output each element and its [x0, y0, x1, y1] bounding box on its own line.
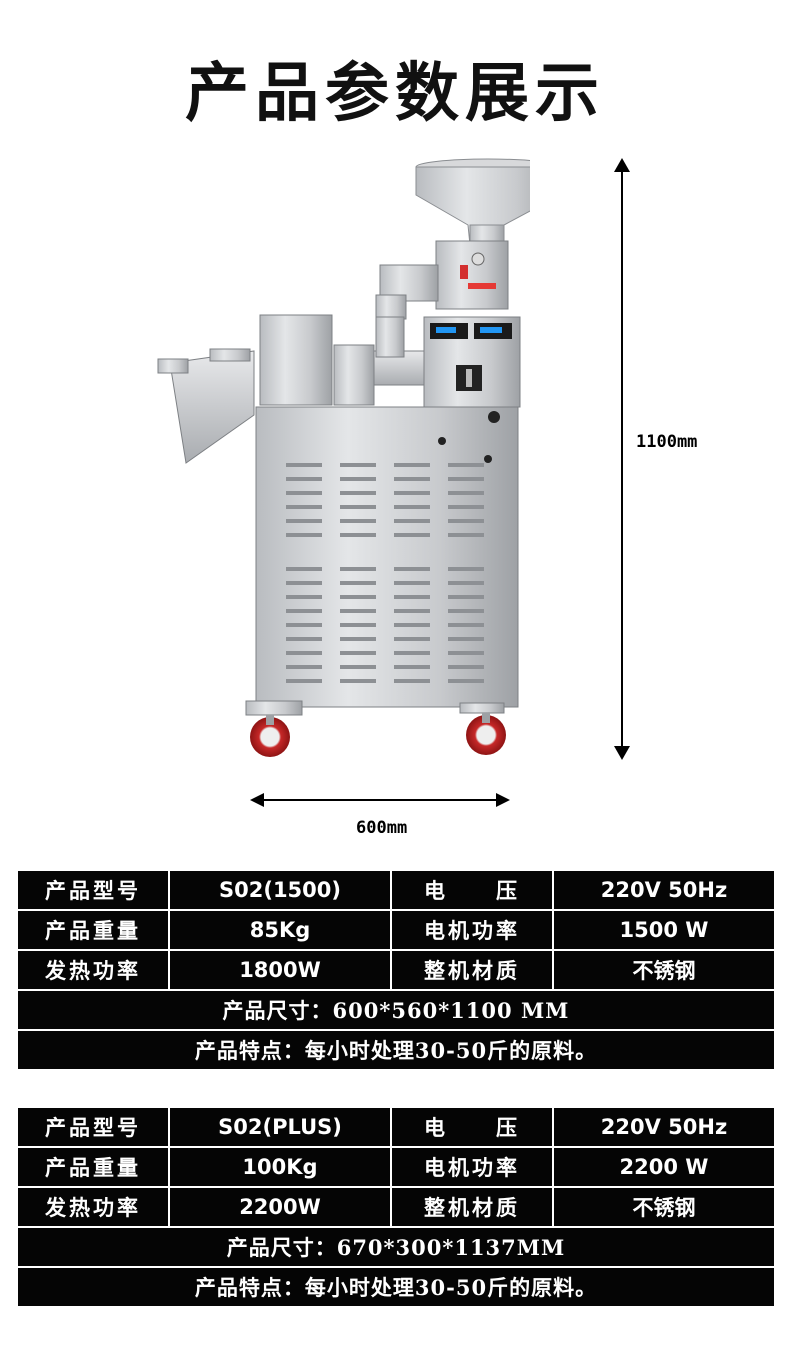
table-row: 产品重量 85Kg 电机功率 1500 W — [16, 909, 776, 951]
oil-press-machine-image — [157, 158, 530, 757]
material-label: 整机材质 — [390, 1186, 554, 1228]
table-row: 产品重量 100Kg 电机功率 2200 W — [16, 1146, 776, 1188]
heat-value: 2200W — [168, 1186, 392, 1228]
table-row: 产品特点：每小时处理30-50斤的原料。 — [16, 1029, 776, 1071]
model-label: 产品型号 — [16, 869, 170, 911]
weight-value: 100Kg — [168, 1146, 392, 1188]
table-row: 发热功率 2200W 整机材质 不锈钢 — [16, 1186, 776, 1228]
model-value: S02(1500) — [168, 869, 392, 911]
height-dimension-label: 1100mm — [636, 432, 698, 452]
heat-value: 1800W — [168, 949, 392, 991]
table-row: 产品特点：每小时处理30-50斤的原料。 — [16, 1266, 776, 1308]
table-row: 产品型号 S02(PLUS) 电 压 220V 50Hz — [16, 1106, 776, 1148]
motor-value: 2200 W — [552, 1146, 776, 1188]
page-title: 产品参数展示 — [185, 57, 605, 131]
table-row: 产品尺寸：670*300*1137MM — [16, 1226, 776, 1268]
motor-value: 1500 W — [552, 909, 776, 951]
width-dimension-label: 600mm — [356, 818, 408, 838]
heat-label: 发热功率 — [16, 949, 170, 991]
material-value: 不锈钢 — [552, 1186, 776, 1228]
weight-label: 产品重量 — [16, 1146, 170, 1188]
feature-text: 产品特点：每小时处理30-50斤的原料。 — [16, 1266, 776, 1308]
model-label: 产品型号 — [16, 1106, 170, 1148]
width-dimension-arrow — [250, 793, 510, 807]
height-dimension-arrow — [614, 158, 630, 760]
voltage-label: 电 压 — [390, 1106, 554, 1148]
size-text: 产品尺寸：600*560*1100 MM — [16, 989, 776, 1031]
table-row: 发热功率 1800W 整机材质 不锈钢 — [16, 949, 776, 991]
motor-label: 电机功率 — [390, 909, 554, 951]
spec-table-s02-plus: 产品型号 S02(PLUS) 电 压 220V 50Hz 产品重量 100Kg … — [16, 1106, 776, 1308]
material-label: 整机材质 — [390, 949, 554, 991]
voltage-value: 220V 50Hz — [552, 1106, 776, 1148]
material-value: 不锈钢 — [552, 949, 776, 991]
model-value: S02(PLUS) — [168, 1106, 392, 1148]
voltage-value: 220V 50Hz — [552, 869, 776, 911]
heat-label: 发热功率 — [16, 1186, 170, 1228]
table-row: 产品型号 S02(1500) 电 压 220V 50Hz — [16, 869, 776, 911]
weight-value: 85Kg — [168, 909, 392, 951]
spec-table-s02-1500: 产品型号 S02(1500) 电 压 220V 50Hz 产品重量 85Kg 电… — [16, 869, 776, 1071]
feature-text: 产品特点：每小时处理30-50斤的原料。 — [16, 1029, 776, 1071]
table-row: 产品尺寸：600*560*1100 MM — [16, 989, 776, 1031]
voltage-label: 电 压 — [390, 869, 554, 911]
motor-label: 电机功率 — [390, 1146, 554, 1188]
weight-label: 产品重量 — [16, 909, 170, 951]
size-text: 产品尺寸：670*300*1137MM — [16, 1226, 776, 1268]
